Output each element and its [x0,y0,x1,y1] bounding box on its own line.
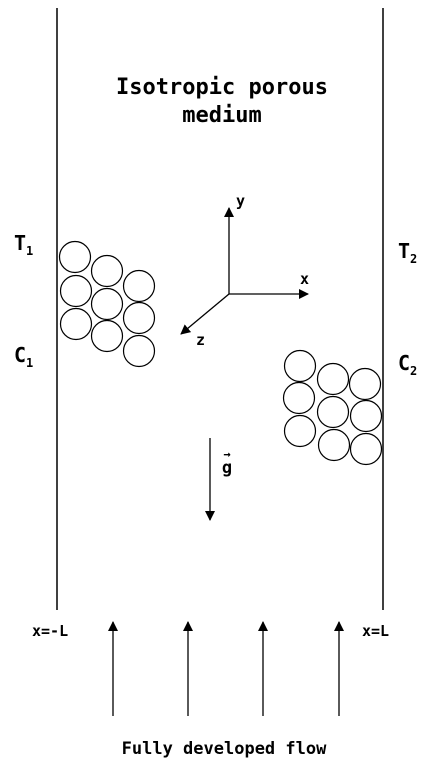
particle [122,301,156,335]
coordinate-axes [180,207,309,335]
inflow-arrows [108,621,344,716]
particle [316,362,350,396]
particle [349,399,383,433]
particle [59,274,93,308]
particle [58,240,92,274]
particle [90,319,124,353]
flow-caption: Fully developed flow [122,739,327,759]
particle [316,395,350,429]
particle [122,269,156,303]
particle [348,367,382,401]
particle [349,432,383,466]
particle [283,349,317,383]
z-axis-label: z [196,331,205,349]
gravity-vector-mark: → [223,447,230,461]
right-temperature-label: T2 [398,239,417,266]
left-temperature-label: T1 [14,231,33,258]
right-position-label: x=L [362,622,389,640]
particle [317,428,351,462]
particle [282,381,316,415]
title-line-2: medium [182,103,261,128]
title-line-1: Isotropic porous [116,75,328,100]
left-particle-cluster [58,240,156,368]
particle [90,287,124,321]
particle [59,307,93,341]
x-axis-label: x [300,270,309,288]
right-particle-cluster [282,349,383,466]
z-axis-arrow [180,293,230,335]
y-axis-label: y [236,192,245,210]
right-concentration-label: C2 [398,351,417,378]
particle [122,334,156,368]
particle [283,414,317,448]
gravity-label: g [222,458,232,478]
left-concentration-label: C1 [14,343,33,370]
particle [90,254,124,288]
left-position-label: x=-L [32,622,68,640]
